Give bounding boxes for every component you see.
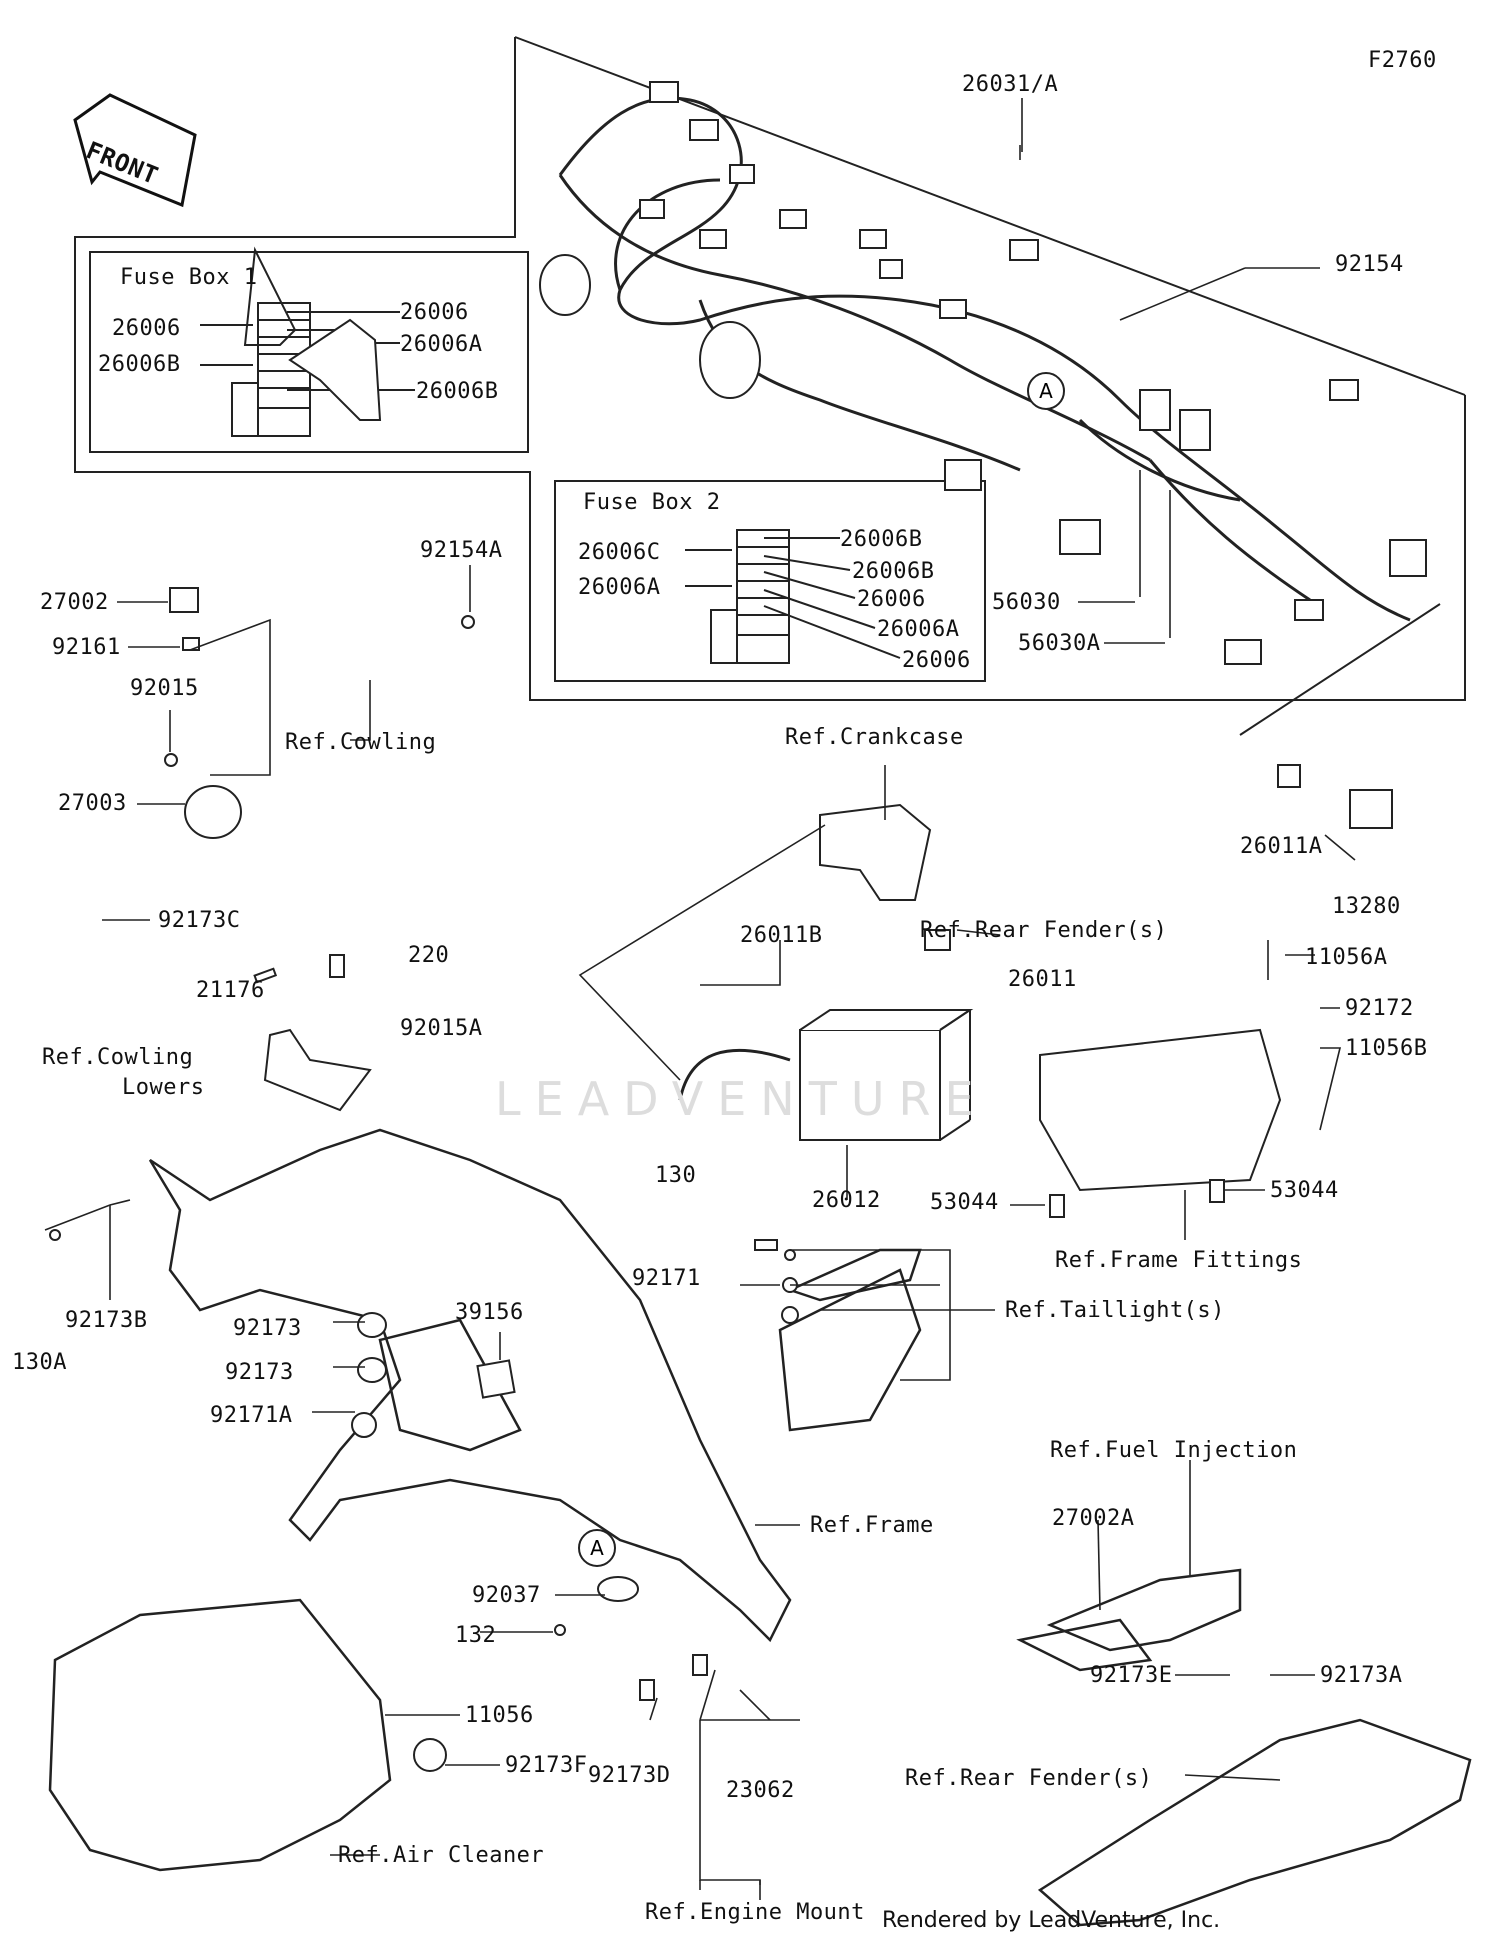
harness-leader-lines — [1019, 98, 1320, 644]
battery-assembly — [678, 764, 1393, 1218]
fuse2-left-26006C: 26006C — [578, 540, 661, 565]
part-92154A: 92154A — [420, 538, 503, 563]
ref-cowling-lowers-2: Lowers — [122, 1075, 205, 1100]
part-26011B: 26011B — [740, 923, 823, 948]
part-26012: 26012 — [812, 1188, 881, 1213]
fuse2-right-3: 26006A — [877, 617, 960, 642]
part-11056A: 11056A — [1305, 945, 1388, 970]
front-arrow-icon — [73, 93, 197, 208]
fuse2-right-0: 26006B — [840, 527, 923, 552]
harness-frame — [74, 37, 1466, 701]
part-92015: 92015 — [130, 676, 199, 701]
ref-cowling-lowers-1: Ref.Cowling — [42, 1045, 194, 1070]
part-53044-right: 53044 — [1270, 1178, 1339, 1203]
part-92173C: 92173C — [158, 908, 241, 933]
fuse-box-1-title: Fuse Box 1 — [120, 265, 258, 290]
frame-body — [48, 1128, 1472, 1927]
fuse1-left-26006B: 26006B — [98, 352, 181, 377]
part-92015A: 92015A — [400, 1016, 483, 1041]
fuse2-right-4: 26006 — [902, 648, 971, 673]
ref-engine-mount: Ref.Engine Mount — [645, 1900, 865, 1925]
part-26011: 26011 — [1008, 967, 1077, 992]
ref-rear-fender-lower: Ref.Rear Fender(s) — [905, 1766, 1153, 1791]
fuse2-right-2: 26006 — [857, 587, 926, 612]
horn-bracket-assembly — [164, 246, 475, 839]
part-27002: 27002 — [40, 590, 109, 615]
part-220: 220 — [408, 943, 450, 968]
part-92171A: 92171A — [210, 1403, 293, 1428]
fuse2-right-1: 26006B — [852, 559, 935, 584]
part-39156: 39156 — [455, 1300, 524, 1325]
ref-cowling: Ref.Cowling — [285, 730, 437, 755]
callout-a-upper: A — [1027, 372, 1065, 410]
part-92037: 92037 — [472, 1583, 541, 1608]
part-13280: 13280 — [1332, 894, 1401, 919]
diagram-code: F2760 — [1368, 48, 1437, 73]
part-92154: 92154 — [1335, 252, 1404, 277]
ref-fuel-injection: Ref.Fuel Injection — [1050, 1438, 1298, 1463]
part-11056: 11056 — [465, 1703, 534, 1728]
part-92173A: 92173A — [1320, 1663, 1403, 1688]
part-21176: 21176 — [196, 978, 265, 1003]
part-56030: 56030 — [992, 590, 1061, 615]
credit-text: Rendered by LeadVenture, Inc. — [882, 1908, 1221, 1933]
fuse1-left-26006: 26006 — [112, 316, 181, 341]
part-92173F: 92173F — [505, 1753, 588, 1778]
ref-air-cleaner: Ref.Air Cleaner — [338, 1843, 545, 1868]
part-92173-b: 92173 — [225, 1360, 294, 1385]
ref-rear-fender-upper: Ref.Rear Fender(s) — [920, 918, 1168, 943]
fuse1-right-26006: 26006 — [400, 300, 469, 325]
part-130: 130 — [655, 1163, 697, 1188]
part-53044-left: 53044 — [930, 1190, 999, 1215]
part-23062: 23062 — [726, 1778, 795, 1803]
part-92173D: 92173D — [588, 1763, 671, 1788]
fuse-box-2-frame — [554, 480, 986, 682]
part-132: 132 — [455, 1623, 497, 1648]
fuse-stack-1 — [200, 302, 415, 437]
part-92173E: 92173E — [1090, 1663, 1173, 1688]
fuse1-right-26006A: 26006A — [400, 332, 483, 357]
part-27003: 27003 — [58, 791, 127, 816]
part-92173-a: 92173 — [233, 1316, 302, 1341]
fuse-box-1-frame — [89, 251, 529, 453]
part-92172: 92172 — [1345, 996, 1414, 1021]
ref-crankcase: Ref.Crankcase — [785, 725, 964, 750]
part-92173B: 92173B — [65, 1308, 148, 1333]
part-56030A: 56030A — [1018, 631, 1101, 656]
fuse-box-2-title: Fuse Box 2 — [583, 490, 721, 515]
ref-frame: Ref.Frame — [810, 1513, 934, 1538]
fuse2-left-26006A: 26006A — [578, 575, 661, 600]
fuse-stack-2 — [685, 529, 901, 664]
part-92171: 92171 — [632, 1266, 701, 1291]
part-26011A: 26011A — [1240, 834, 1323, 859]
ref-taillight: Ref.Taillight(s) — [1005, 1298, 1225, 1323]
part-130A: 130A — [12, 1350, 67, 1375]
part-11056B: 11056B — [1345, 1036, 1428, 1061]
fuse1-right-26006B: 26006B — [416, 379, 499, 404]
part-92161: 92161 — [52, 635, 121, 660]
harness-connectors — [539, 81, 1427, 665]
callout-a-lower: A — [578, 1529, 616, 1567]
part-26031A: 26031/A — [962, 72, 1059, 97]
ref-frame-fittings: Ref.Frame Fittings — [1055, 1248, 1303, 1273]
watermark: LEADVENTURE — [495, 1072, 988, 1126]
part-27002A: 27002A — [1052, 1506, 1135, 1531]
